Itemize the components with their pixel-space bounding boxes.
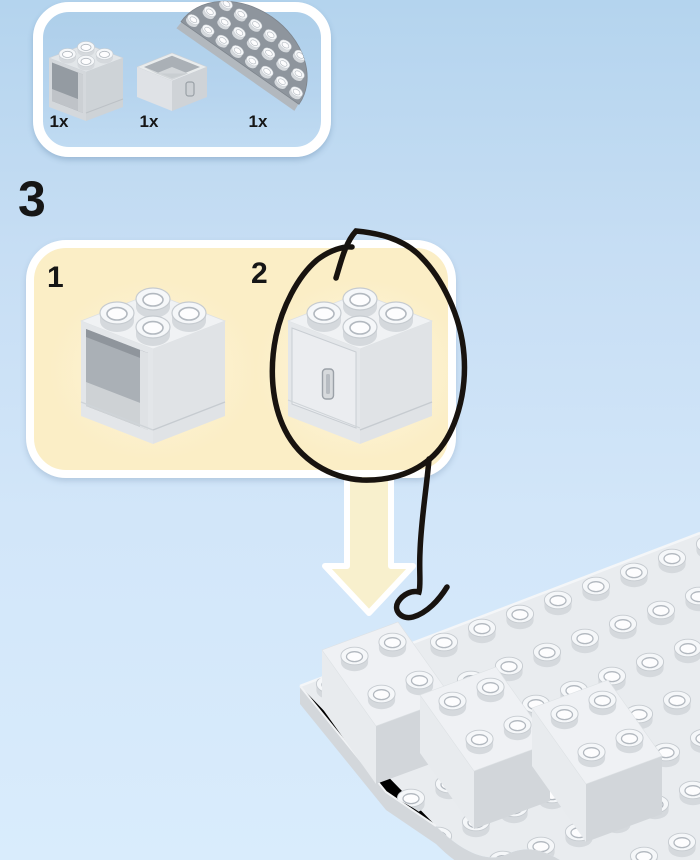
model-brick-c bbox=[531, 679, 663, 842]
step-number: 3 bbox=[18, 171, 46, 227]
part-count-3: 1x bbox=[248, 112, 268, 131]
part-count-1: 1x bbox=[49, 112, 69, 131]
part-count-2: 1x bbox=[139, 112, 159, 131]
substep-1-label: 1 bbox=[47, 261, 64, 294]
model-assembly-illustration bbox=[299, 531, 700, 860]
down-arrow bbox=[322, 471, 416, 616]
model-brick-a bbox=[321, 621, 453, 784]
parts-callout-panel bbox=[33, 2, 331, 157]
substep-panel bbox=[26, 240, 456, 478]
substep-2-label: 2 bbox=[251, 257, 268, 290]
model-brick-b bbox=[419, 666, 551, 829]
